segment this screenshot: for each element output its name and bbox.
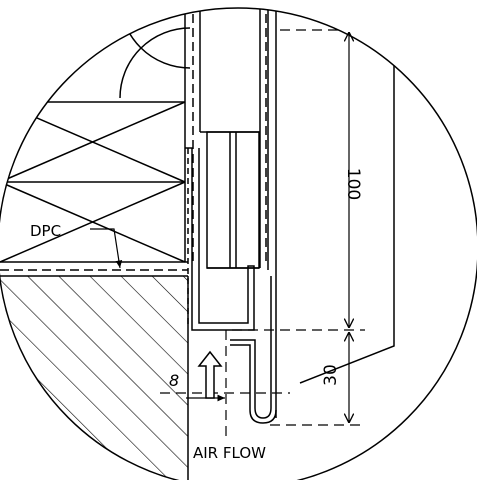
dimension-30-label: 30 [321, 364, 341, 386]
detail-boundary-circle [0, 7, 477, 480]
timber-frame [0, 8, 186, 263]
outer-wall-face [299, 35, 395, 384]
air-flow-arrow [197, 350, 223, 399]
air-flow-label: AIR FLOW [193, 444, 266, 462]
batten-block [206, 131, 260, 269]
membrane-wrap [185, 147, 255, 331]
dpc-label: DPC [30, 222, 61, 240]
dpc-layer [0, 261, 188, 271]
dimension-100-label: 100 [343, 168, 363, 200]
cladding-panel [192, 8, 277, 418]
gap-8-label: 8 [169, 371, 179, 390]
brick-course [0, 275, 189, 480]
drip-flashing [230, 276, 272, 419]
dpc-leader [90, 228, 123, 269]
